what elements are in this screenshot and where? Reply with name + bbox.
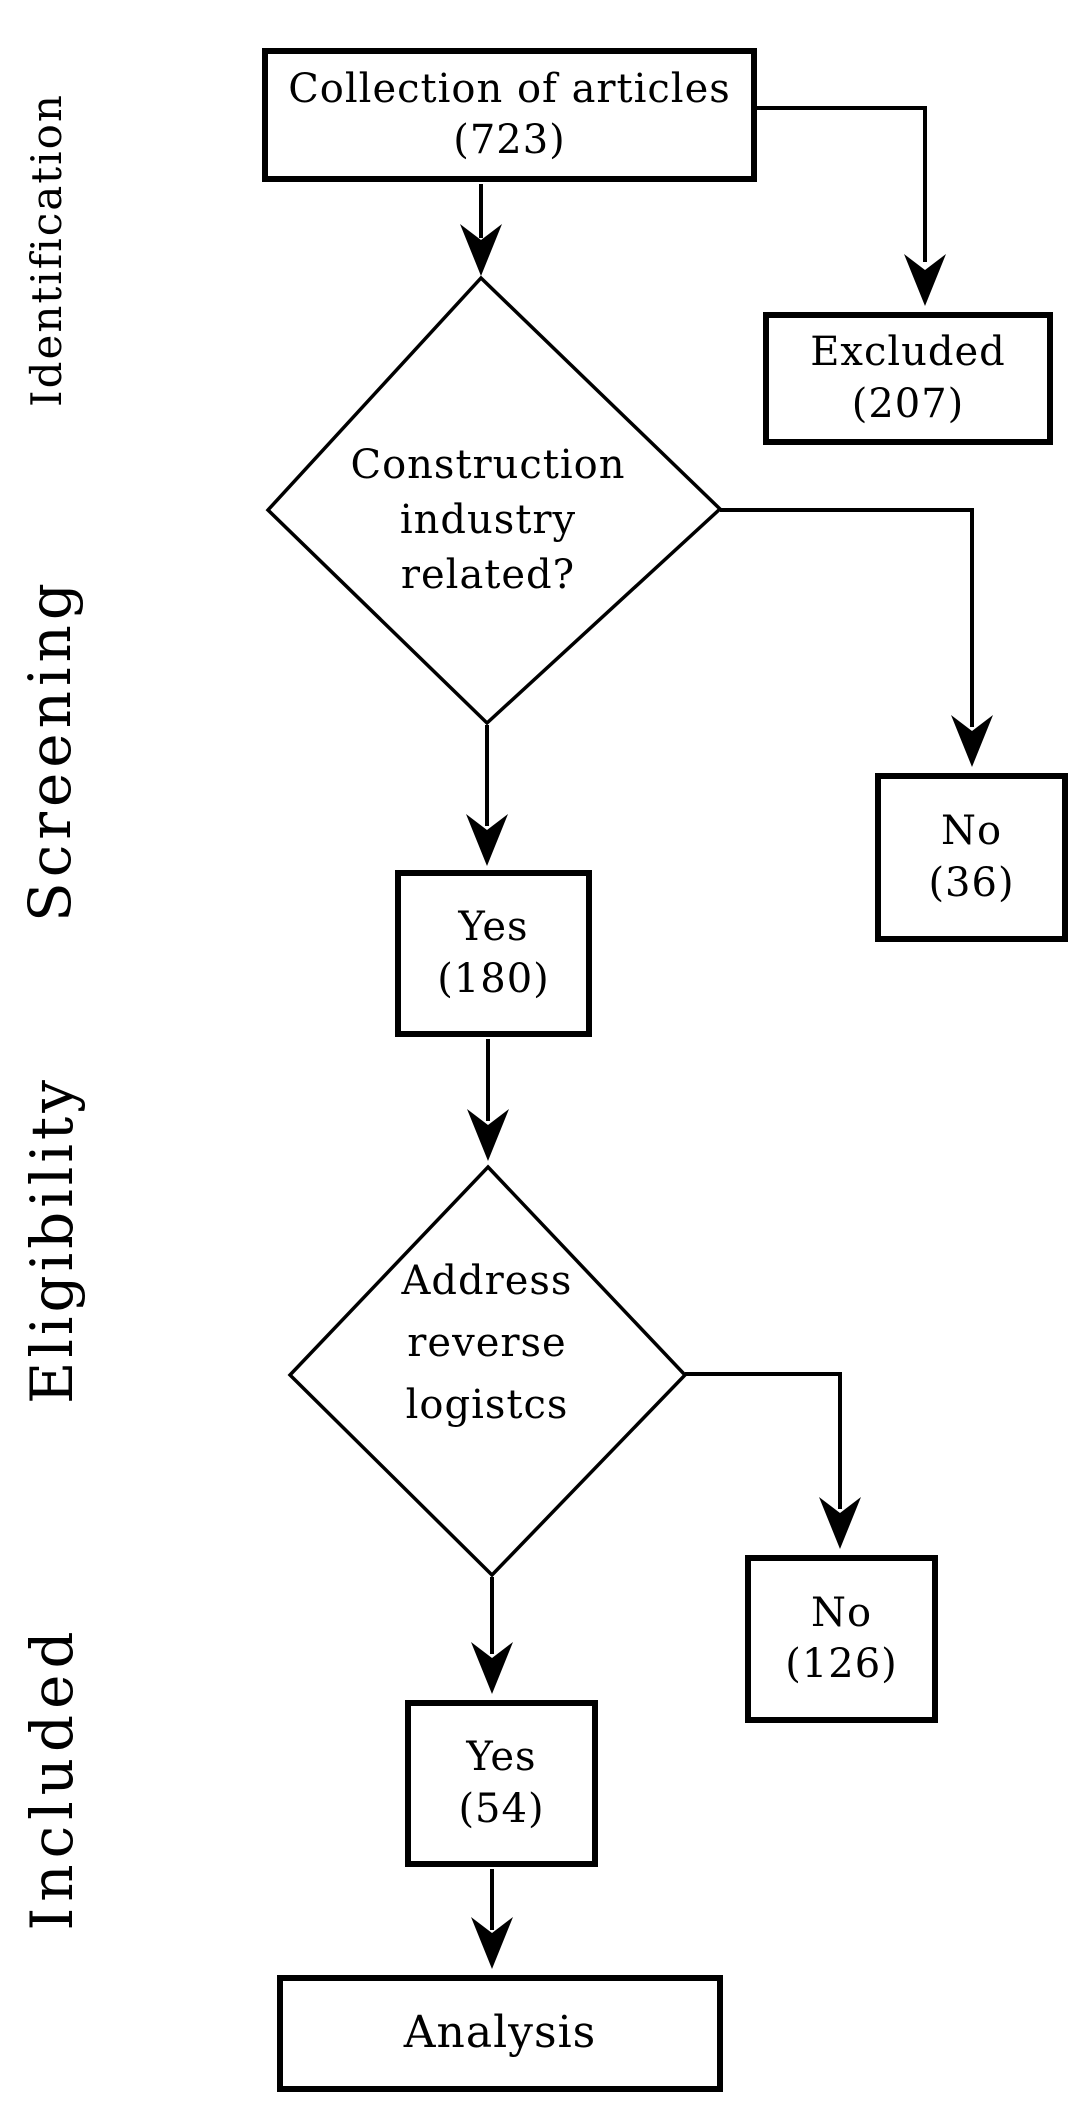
decision-line: industry (399, 497, 577, 543)
arrowhead (467, 1109, 509, 1161)
box-label: No (940, 808, 1003, 855)
box-analysis: Analysis (277, 1975, 723, 2092)
edge-construction-to-no36 (720, 508, 974, 727)
box-label: Yes (466, 1734, 537, 1781)
arrowhead (819, 1497, 861, 1549)
decision-line: reverse (407, 1320, 567, 1366)
box-count: (36) (928, 859, 1015, 906)
box-count: (126) (785, 1641, 898, 1687)
arrowhead (466, 814, 508, 866)
decision-text-construction: Construction industry related? (308, 438, 668, 603)
box-no-36: No (36) (875, 773, 1068, 942)
decision-line: logistcs (405, 1382, 569, 1428)
arrowhead (904, 254, 946, 306)
box-count: (180) (437, 955, 550, 1002)
stage-label-text: Included (18, 1625, 86, 1931)
box-label: Yes (458, 904, 529, 951)
arrowhead (460, 224, 502, 276)
decision-text-reverse-logistics: Address reverse logistcs (307, 1250, 667, 1436)
box-count: (207) (851, 380, 965, 427)
stage-label-included: Included (18, 1378, 86, 2127)
decision-line: Address (401, 1258, 573, 1304)
edge-collection-to-excluded (757, 106, 927, 262)
arrowhead (471, 1917, 513, 1969)
box-label: Collection of articles (288, 65, 731, 112)
box-label: No (810, 1589, 873, 1636)
box-yes-54: Yes (54) (405, 1700, 598, 1867)
decision-diamond-construction (265, 275, 723, 726)
box-count: (723) (453, 117, 566, 163)
stage-label-text: Eligibility (18, 1076, 86, 1404)
decision-diamond-reverse-logistics (287, 1164, 688, 1578)
arrowhead (471, 1642, 513, 1694)
box-collection-of-articles: Collection of articles (723) (262, 48, 757, 182)
arrowhead (951, 715, 993, 767)
box-label: Analysis (403, 2007, 597, 2059)
decision-line: related? (400, 552, 576, 598)
box-yes-180: Yes (180) (395, 870, 592, 1037)
box-label: Excluded (810, 329, 1006, 376)
box-excluded: Excluded (207) (763, 312, 1053, 445)
box-count: (54) (458, 1785, 545, 1832)
box-no-126: No (126) (745, 1555, 938, 1723)
edge-reverse-to-no126 (685, 1372, 842, 1509)
decision-line: Construction (350, 442, 626, 488)
